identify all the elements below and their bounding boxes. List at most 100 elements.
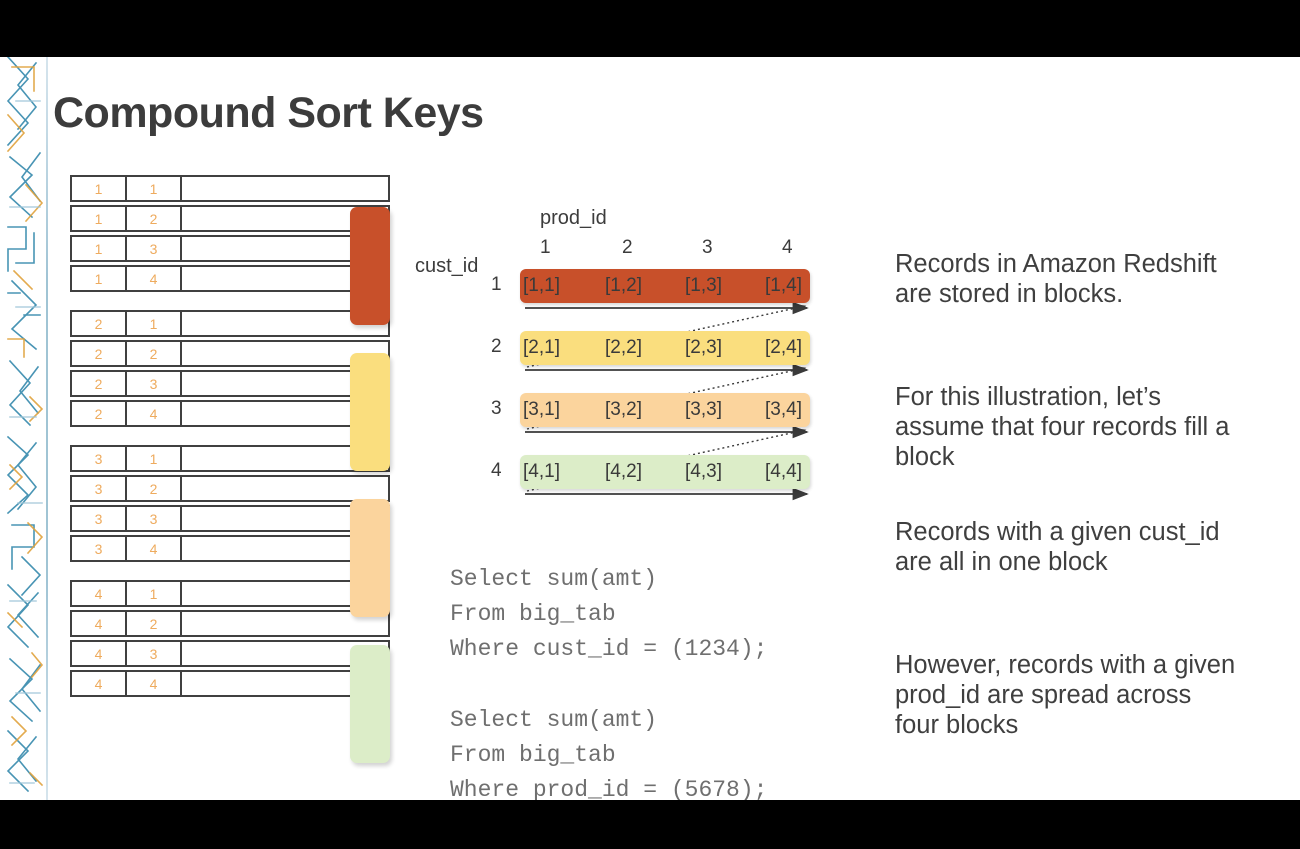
cell-cust-id: 2 (72, 312, 127, 335)
matrix-cell: [3,2] (605, 399, 642, 420)
matrix-row-header: 4 (491, 460, 502, 481)
matrix-cust-id-label: cust_id (415, 255, 479, 277)
matrix-row-band (520, 393, 810, 427)
cell-cust-id: 3 (72, 447, 127, 470)
cell-prod-id: 4 (127, 537, 182, 560)
cust-prod-matrix: prod_id cust_id (415, 207, 825, 527)
matrix-cell: [1,2] (605, 275, 642, 296)
decorative-edge-line (46, 57, 48, 800)
cell-prod-id: 4 (127, 402, 182, 425)
matrix-col-header: 4 (782, 237, 793, 258)
matrix-row-header: 2 (491, 336, 502, 357)
matrix-cell: [3,3] (685, 399, 722, 420)
cell-cust-id: 4 (72, 672, 127, 695)
cell-prod-id: 3 (127, 372, 182, 395)
matrix-cell: [4,4] (765, 461, 802, 482)
note-records-stored-in-blocks: Records in Amazon Redshift are stored in… (895, 250, 1217, 308)
cell-prod-id: 1 (127, 447, 182, 470)
decorative-circuit-strip (6, 57, 46, 800)
matrix-cell: [1,1] (523, 275, 560, 296)
cell-other-columns (182, 177, 388, 200)
matrix-cell: [3,1] (523, 399, 560, 420)
matrix-col-header: 3 (702, 237, 713, 258)
cell-prod-id: 3 (127, 237, 182, 260)
page-title: Compound Sort Keys (53, 89, 484, 137)
cell-cust-id: 1 (72, 207, 127, 230)
note-prod-id-four-blocks: However, records with a given prod_id ar… (895, 651, 1236, 739)
matrix-row-header: 3 (491, 398, 502, 419)
storage-block (350, 353, 390, 471)
cell-prod-id: 2 (127, 207, 182, 230)
cell-cust-id: 1 (72, 237, 127, 260)
matrix-cell: [1,4] (765, 275, 802, 296)
matrix-cell: [1,3] (685, 275, 722, 296)
cell-cust-id: 3 (72, 507, 127, 530)
cell-cust-id: 2 (72, 372, 127, 395)
cell-prod-id: 3 (127, 642, 182, 665)
cell-prod-id: 4 (127, 672, 182, 695)
matrix-cell: [3,4] (765, 399, 802, 420)
cell-prod-id: 1 (127, 177, 182, 200)
cell-cust-id: 4 (72, 612, 127, 635)
matrix-col-header: 1 (540, 237, 551, 258)
matrix-row-band (520, 455, 810, 489)
matrix-cell: [2,3] (685, 337, 722, 358)
matrix-cell: [2,1] (523, 337, 560, 358)
matrix-prod-id-label: prod_id (540, 207, 607, 229)
storage-block (350, 499, 390, 617)
cell-prod-id: 4 (127, 267, 182, 290)
matrix-cell: [2,2] (605, 337, 642, 358)
cell-cust-id: 4 (72, 642, 127, 665)
cell-cust-id: 4 (72, 582, 127, 605)
matrix-cell: [2,4] (765, 337, 802, 358)
slide-canvas: Compound Sort Keys cust_id prod_id other… (0, 57, 1300, 800)
note-four-records-fill-block: For this illustration, let’s assume that… (895, 383, 1230, 471)
note-cust-id-one-block: Records with a given cust_id are all in … (895, 518, 1220, 576)
cell-cust-id: 1 (72, 177, 127, 200)
sql-query-cust-id: Select sum(amt) From big_tab Where cust_… (450, 566, 768, 662)
cell-cust-id: 1 (72, 267, 127, 290)
sql-query-prod-id: Select sum(amt) From big_tab Where prod_… (450, 707, 768, 800)
matrix-row-band (520, 269, 810, 303)
matrix-cell: [4,3] (685, 461, 722, 482)
cell-prod-id: 2 (127, 342, 182, 365)
cell-cust-id: 3 (72, 537, 127, 560)
matrix-col-header: 2 (622, 237, 633, 258)
cell-cust-id: 2 (72, 402, 127, 425)
matrix-row-header: 1 (491, 274, 502, 295)
cell-prod-id: 1 (127, 312, 182, 335)
cell-cust-id: 3 (72, 477, 127, 500)
storage-block (350, 645, 390, 763)
cell-prod-id: 2 (127, 612, 182, 635)
matrix-row-band (520, 331, 810, 365)
storage-block (350, 207, 390, 325)
cell-prod-id: 1 (127, 582, 182, 605)
cell-cust-id: 2 (72, 342, 127, 365)
blocks-column (350, 207, 390, 791)
matrix-cell: [4,2] (605, 461, 642, 482)
cell-prod-id: 2 (127, 477, 182, 500)
matrix-cell: [4,1] (523, 461, 560, 482)
